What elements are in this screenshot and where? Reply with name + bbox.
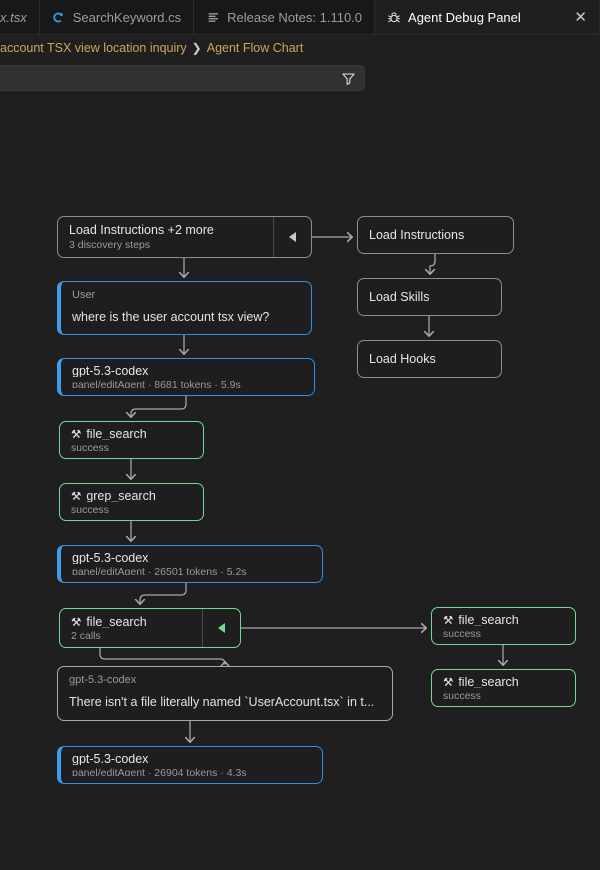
csharp-file-icon [52,10,66,24]
breadcrumb-item-current[interactable]: Agent Flow Chart [206,40,304,55]
node-subtitle: panel/editAgent · 8681 tokens · 5.9s [72,378,241,388]
tools-icon: ⚒ [443,615,454,626]
tools-icon: ⚒ [71,616,82,628]
tab-label: SearchKeyword.cs [72,9,182,25]
tab-release-notes[interactable]: Release Notes: 1.110.0 [194,0,376,34]
node-title: ⚒ file_search [443,677,564,688]
flow-node-tool-file-search-1[interactable]: ⚒ file_search success [59,421,204,459]
node-subtitle: panel/editAgent · 26904 tokens · 4.3s [72,766,247,776]
node-body: gpt-5.3-codex There isn't a file literal… [58,667,392,720]
tools-icon: ⚒ [71,429,82,440]
node-title: ⚒ file_search [71,429,192,440]
flow-node-tool-file-search-3[interactable]: ⚒ file_search success [431,669,576,707]
tab-label: Release Notes: 1.110.0 [227,9,363,25]
node-body: Load Instructions [358,217,513,253]
node-body: Load Instructions +2 more 3 discovery st… [58,217,273,257]
node-title: Load Hooks [369,352,436,366]
tools-icon: ⚒ [443,677,454,688]
flow-node-load-hooks[interactable]: Load Hooks [357,340,502,378]
node-role-label: gpt-5.3-codex [69,674,137,686]
flow-node-assistant-message[interactable]: gpt-5.3-codex There isn't a file literal… [57,666,393,721]
node-subtitle: 3 discovery steps [69,238,151,250]
node-body: gpt-5.3-codex panel/editAgent · 26501 to… [61,546,322,582]
debug-bug-icon [387,11,401,25]
node-subtitle: panel/editAgent · 26501 tokens · 5.2s [72,565,247,575]
node-title-text: file_search [86,616,147,628]
node-body: ⚒ file_search success [432,608,575,644]
node-body: ⚒ file_search success [432,670,575,706]
node-role-label: User [72,289,96,301]
node-status: success [71,441,109,451]
node-title: ⚒ file_search [71,616,191,628]
tab-label: Agent Debug Panel [408,10,521,25]
node-title: Load Skills [369,290,430,304]
flow-node-user-message[interactable]: User where is the user account tsx view? [57,281,312,335]
node-body: User where is the user account tsx view? [61,282,311,334]
tab-x-tsx[interactable]: x.tsx [0,0,40,34]
node-body: ⚒ grep_search success [60,484,203,520]
breadcrumb: account TSX view location inquiry ❯ Agen… [0,35,600,61]
node-call-count: 2 calls [71,629,101,640]
flow-node-tool-file-search-2[interactable]: ⚒ file_search success [431,607,576,645]
funnel-filter-icon[interactable] [340,70,356,86]
node-title: ⚒ grep_search [71,491,192,502]
collapse-toggle-button[interactable] [273,217,311,257]
flow-node-load-skills[interactable]: Load Skills [357,278,502,316]
node-status: success [443,627,481,637]
node-body: Load Hooks [358,341,501,377]
tab-agent-debug-panel[interactable]: Agent Debug Panel ✕ [375,0,600,34]
filter-input-wrapper[interactable] [0,65,365,91]
editor-tab-bar: x.tsx SearchKeyword.cs Release Notes: 1.… [0,0,600,35]
flow-node-tool-grep-search[interactable]: ⚒ grep_search success [59,483,204,521]
node-body: gpt-5.3-codex panel/editAgent · 8681 tok… [61,359,314,395]
node-title-text: file_search [458,615,519,626]
triangle-left-icon [218,623,225,633]
node-body: ⚒ file_search 2 calls [60,609,202,647]
node-body: ⚒ file_search success [60,422,203,458]
node-status: success [443,689,481,699]
agent-flow-chart-canvas[interactable]: Load Instructions +2 more 3 discovery st… [0,96,600,870]
tab-searchkeyword-cs[interactable]: SearchKeyword.cs [39,0,195,34]
node-title: Load Instructions [369,228,465,242]
release-notes-icon [206,10,220,24]
triangle-left-icon [289,232,296,242]
chevron-right-icon: ❯ [191,40,202,55]
close-icon[interactable]: ✕ [574,9,587,26]
flow-node-load-instructions[interactable]: Load Instructions [357,216,514,254]
breadcrumb-item-root[interactable]: account TSX view location inquiry [0,40,187,55]
flow-node-tool-file-search-group[interactable]: ⚒ file_search 2 calls [59,608,241,648]
node-message-text: There isn't a file literally named `User… [69,695,375,709]
collapse-toggle-button[interactable] [202,609,240,647]
node-body: gpt-5.3-codex panel/editAgent · 26904 to… [61,747,322,783]
node-message-text: where is the user account tsx view? [72,310,270,324]
node-body: Load Skills [358,279,501,315]
node-title: Load Instructions +2 more [69,224,214,237]
flow-edge-layer [99,96,600,870]
filter-bar [0,63,600,95]
tab-label: x.tsx [0,9,27,25]
node-status: success [71,503,109,513]
node-title: gpt-5.3-codex [72,553,149,564]
flow-node-model-call-2[interactable]: gpt-5.3-codex panel/editAgent · 26501 to… [57,545,323,583]
node-title: gpt-5.3-codex [72,754,149,765]
node-title: ⚒ file_search [443,615,564,626]
tools-icon: ⚒ [71,491,82,502]
node-title-text: file_search [458,677,519,688]
node-title: gpt-5.3-codex [72,366,149,377]
flow-node-model-call-1[interactable]: gpt-5.3-codex panel/editAgent · 8681 tok… [57,358,315,396]
node-title-text: grep_search [86,491,156,502]
node-title-text: file_search [86,429,147,440]
flow-node-load-instructions-group[interactable]: Load Instructions +2 more 3 discovery st… [57,216,312,258]
flow-node-model-call-3[interactable]: gpt-5.3-codex panel/editAgent · 26904 to… [57,746,323,784]
